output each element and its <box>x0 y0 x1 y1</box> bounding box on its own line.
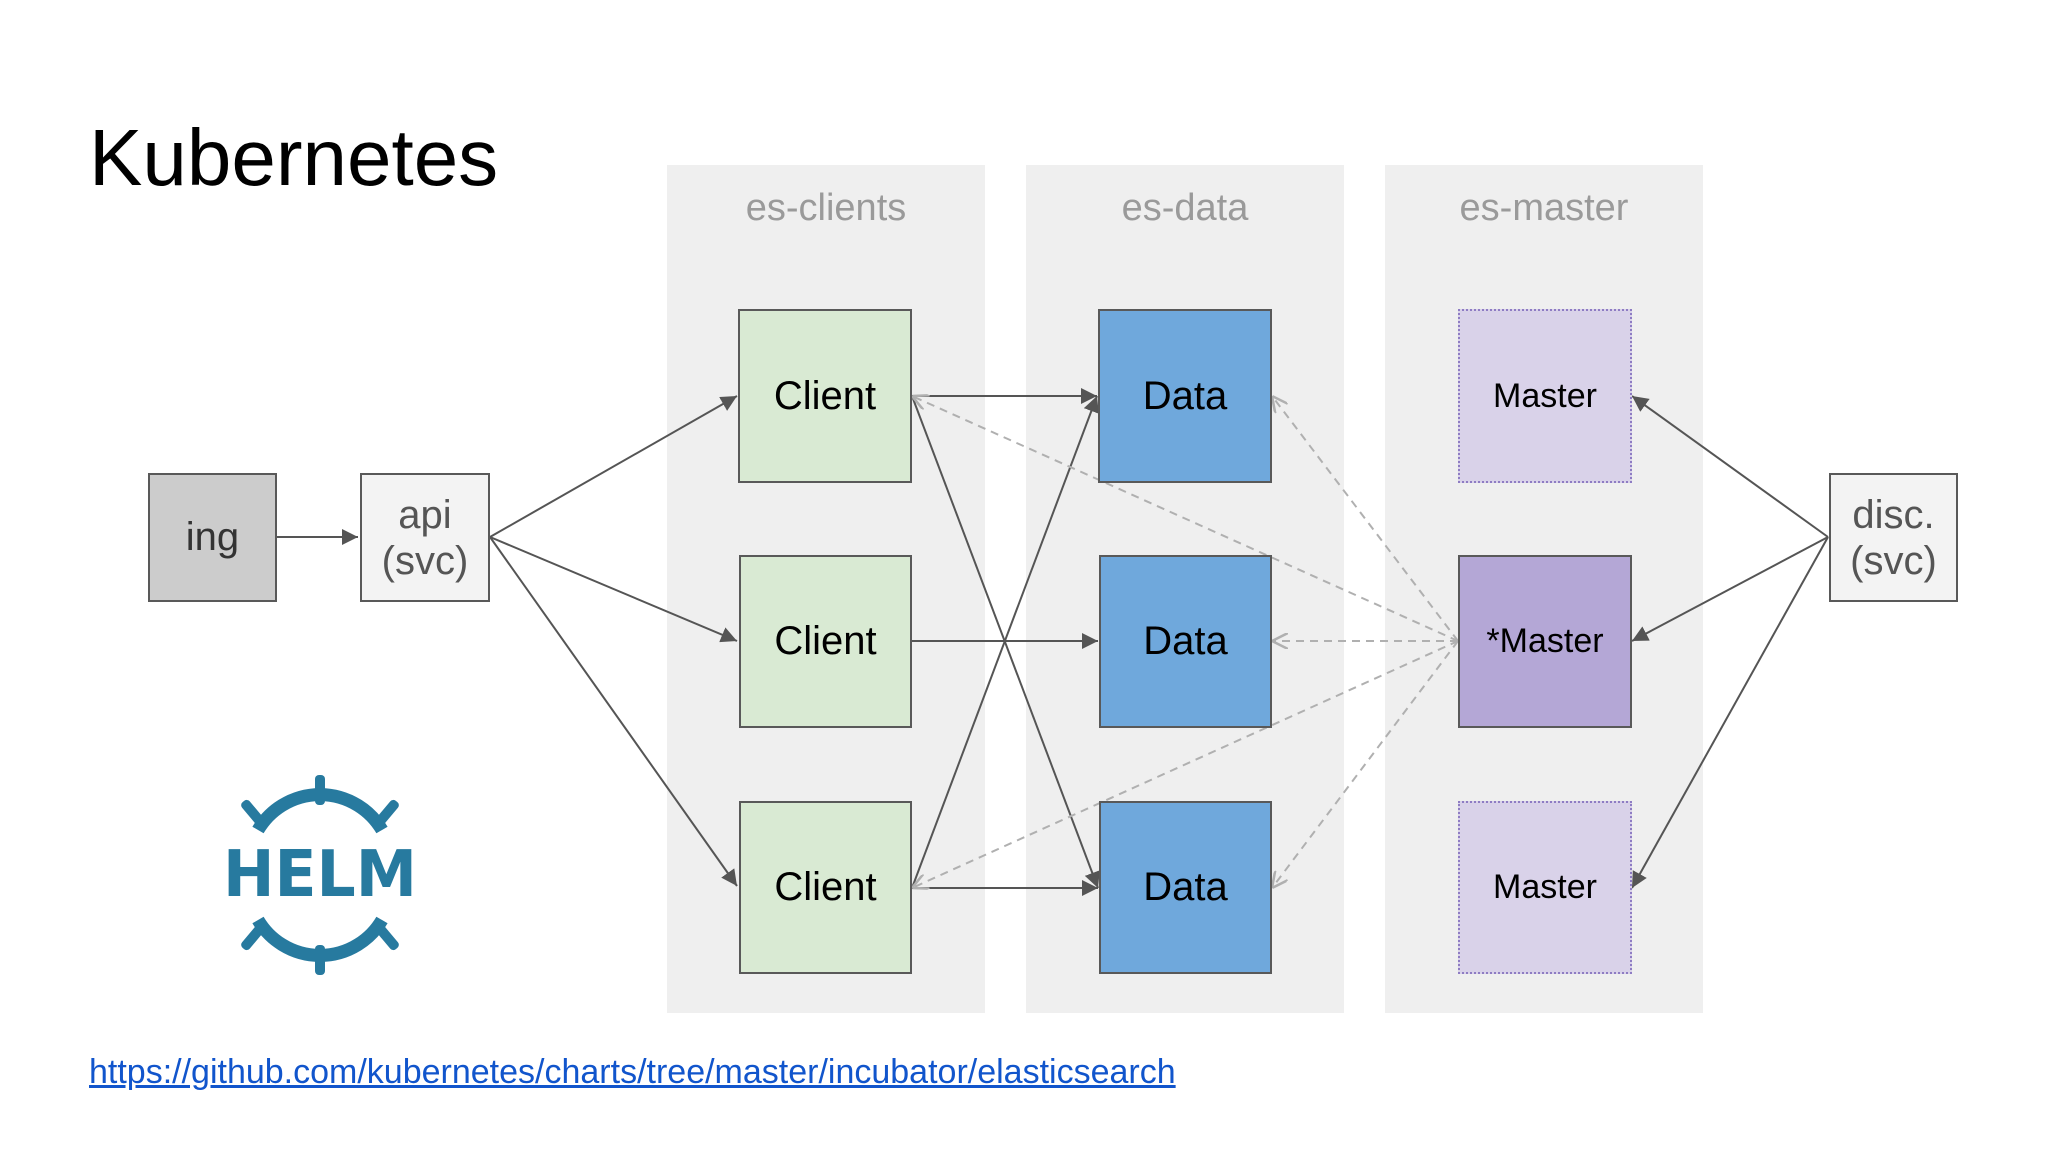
node-master-1: Master <box>1458 309 1632 483</box>
helm-logo-text: HELM <box>223 838 417 912</box>
node-disc-svc-line2: (svc) <box>1850 538 1937 583</box>
edge-master-to-client-3 <box>912 640 1459 888</box>
helm-logo: HELM <box>223 775 417 975</box>
edge-api-to-client-1 <box>489 395 738 538</box>
node-data-3: Data <box>1099 801 1272 974</box>
edge-api-to-client-3 <box>489 536 738 887</box>
edge-disc-to-master-3 <box>1631 536 1829 889</box>
edge-disc-to-master-2 <box>1631 536 1829 642</box>
helm-wheel-icon <box>241 775 399 975</box>
edge-disc-to-master-1 <box>1631 395 1829 538</box>
slide-title: Kubernetes <box>89 113 499 202</box>
edge-master-to-client-1 <box>912 396 1459 642</box>
node-master-elected: *Master <box>1458 555 1632 728</box>
edge-api-to-client-2 <box>489 536 738 643</box>
column-label-es-clients: es-clients <box>745 187 907 229</box>
column-label-es-data: es-data <box>1121 187 1249 229</box>
node-ing: ing <box>148 473 277 602</box>
node-api-svc-line1: api <box>398 492 452 537</box>
node-api-svc-line2: (svc) <box>381 538 469 583</box>
node-data-2: Data <box>1099 555 1272 728</box>
node-disc-svc-line1: disc. <box>1852 492 1935 537</box>
column-label-es-master: es-master <box>1459 187 1629 229</box>
node-client-3: Client <box>739 801 912 974</box>
node-disc-svc: disc. (svc) <box>1829 473 1958 602</box>
node-data-1: Data <box>1098 309 1272 483</box>
node-client-1: Client <box>738 309 912 483</box>
edge-master-to-data-3 <box>1272 640 1459 888</box>
node-api-svc: api (svc) <box>360 473 490 602</box>
edge-client-3-to-data-1 <box>911 395 1099 889</box>
node-master-3: Master <box>1458 801 1632 974</box>
node-client-2: Client <box>739 555 912 728</box>
source-link[interactable]: https://github.com/kubernetes/charts/tre… <box>89 1053 1176 1091</box>
edge-master-to-data-1 <box>1272 396 1459 642</box>
